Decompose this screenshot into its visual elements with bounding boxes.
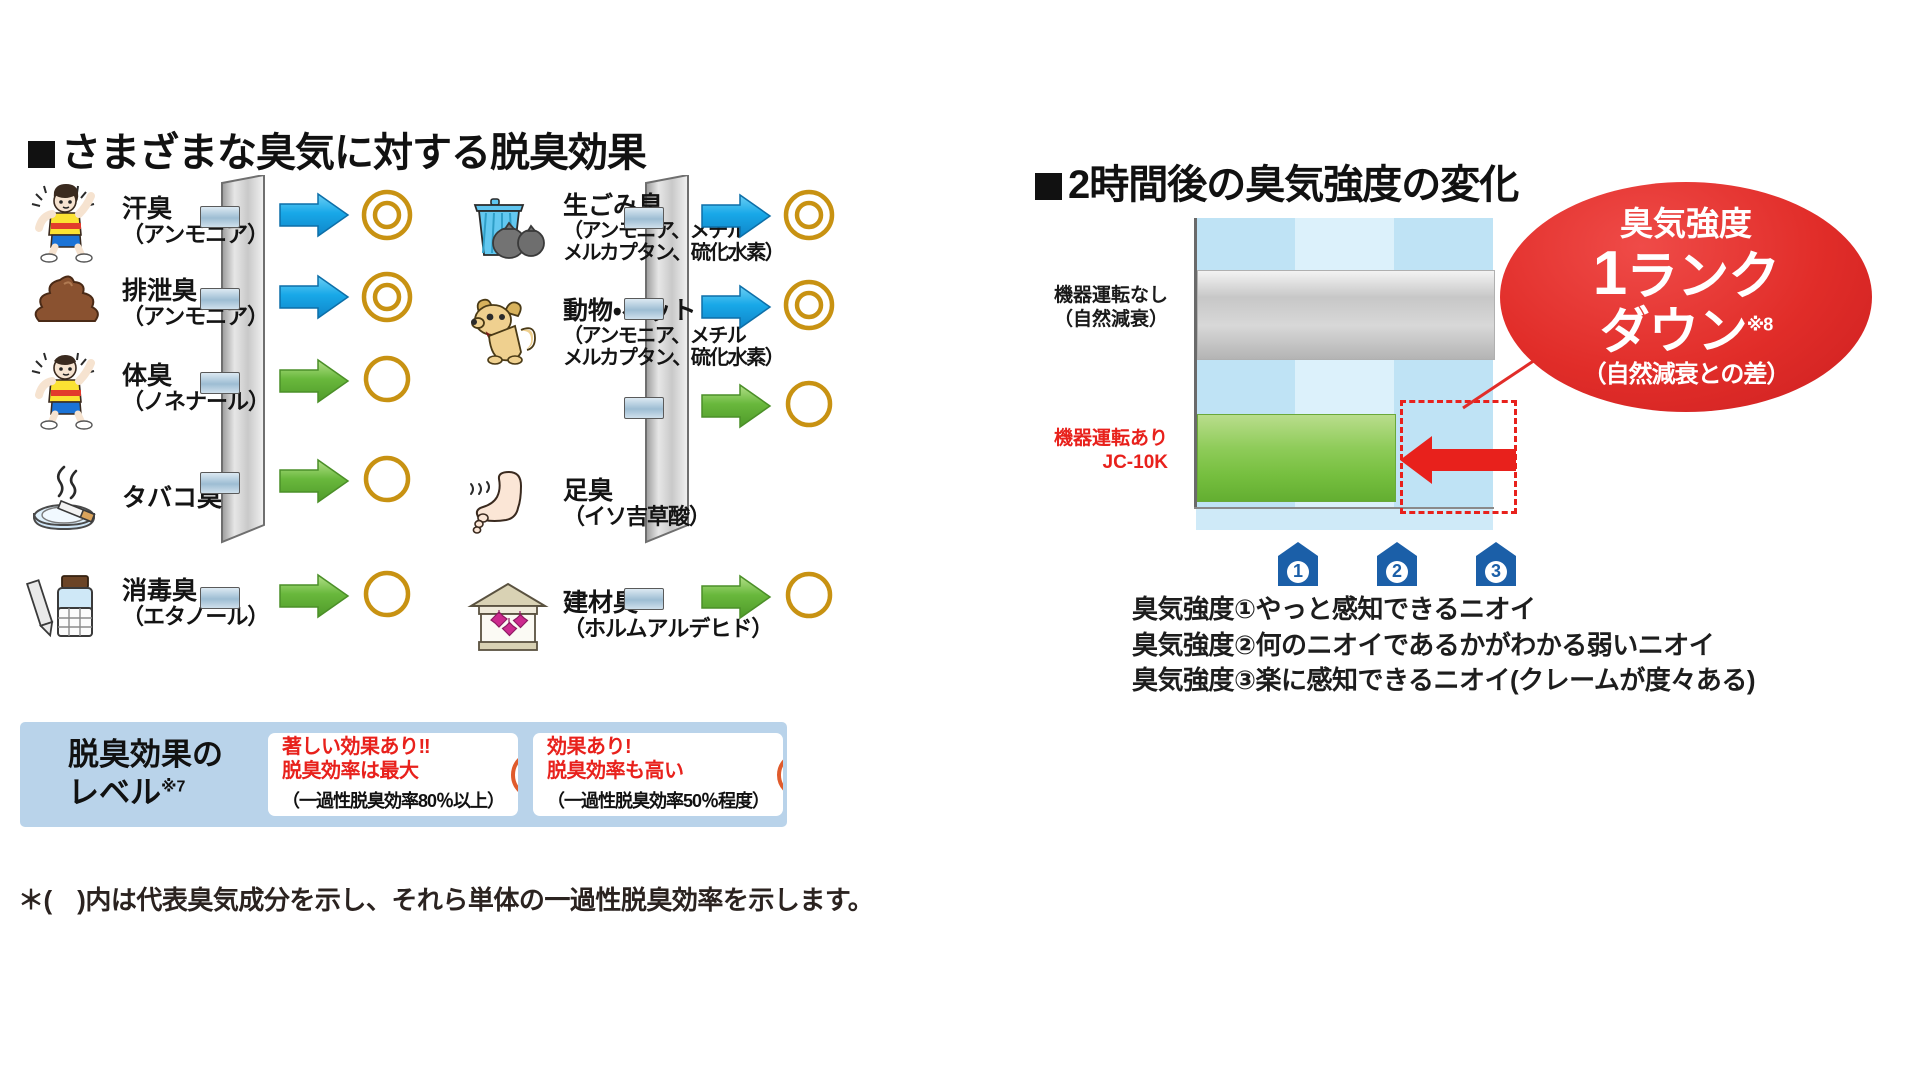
filter-tab (624, 298, 664, 320)
filter-tab (200, 587, 240, 609)
odor-row: 足臭 （イソ吉草酸） (465, 460, 711, 546)
legend-card-sub: （一過性脱臭効率80％以上） (282, 791, 505, 812)
rank-down-callout: 臭気強度 1ランク ダウン※8 （自然減衰との差） (1500, 182, 1872, 412)
legend-card-line2: 脱臭効率も高い (547, 759, 684, 782)
axis-marker-label: 3 (1490, 561, 1501, 581)
axis-marker-2-label-wrap: 2 (1375, 540, 1419, 590)
feces-icon (24, 260, 110, 346)
green-arrow-icon (701, 383, 772, 429)
callout-line3: ダウン※8 (1599, 302, 1773, 359)
building-material-icon (465, 572, 551, 658)
axis-marker-1 (1278, 542, 1318, 586)
green-arrow-icon (279, 573, 350, 619)
result-single-circle-icon (363, 355, 411, 403)
green-arrow-icon (279, 358, 350, 404)
blue-arrow-icon (279, 274, 350, 320)
filter-plate-left (221, 175, 265, 544)
axis-marker-2 (1377, 542, 1417, 586)
axis-marker-label: 2 (1391, 561, 1402, 581)
odor-label: 体臭 （ノネナール） (122, 361, 270, 414)
axis-marker-3 (1476, 542, 1516, 586)
result-double-circle-icon (783, 189, 835, 241)
right-panel-title: 2時間後の臭気強度の変化 (1035, 152, 1519, 210)
intensity-notes: 臭気強度①やっと感知できるニオイ 臭気強度②何のニオイであるかがわかる弱いニオイ… (1132, 592, 1756, 699)
odor-row: 体臭 （ノネナール） (24, 345, 270, 431)
blue-arrow-icon (701, 284, 772, 330)
intensity-note-2: 臭気強度②何のニオイであるかがわかる弱いニオイ (1132, 629, 1715, 660)
filter-tab (200, 372, 240, 394)
odor-label: 汗臭 （アンモニア） (122, 194, 269, 247)
odor-row: 汗臭 （アンモニア） (24, 178, 269, 264)
legend-double-circle-icon (511, 757, 518, 792)
odor-row: 排泄臭 （アンモニア） (24, 260, 269, 346)
blue-arrow-icon (701, 193, 772, 239)
green-arrow-icon (279, 458, 350, 504)
callout-line4: （自然減衰との差） (1582, 360, 1791, 388)
legend-single-circle-icon (777, 759, 783, 790)
legend-card-line1: 著しい効果あり‼ (282, 735, 431, 758)
bar-no-operation (1197, 270, 1495, 360)
legend-card: 著しい効果あり‼ 脱臭効率は最大 （一過性脱臭効率80％以上） (268, 733, 518, 816)
filter-tab (200, 288, 240, 310)
callout-line2: 1ランク (1583, 242, 1790, 305)
sweating-person-icon (24, 345, 110, 431)
callout-note: ※8 (1746, 314, 1773, 335)
filter-tab (200, 472, 240, 494)
filter-tab (624, 397, 664, 419)
filter-tab (624, 588, 664, 610)
blue-arrow-icon (279, 192, 350, 238)
legend-card-line2: 脱臭効率は最大 (282, 759, 419, 782)
green-arrow-icon (701, 574, 772, 620)
result-double-circle-icon (361, 271, 413, 323)
callout-rank-number: 1 (1592, 239, 1627, 309)
legend-title: 脱臭効果の レベル※7 (68, 737, 223, 810)
left-panel: さまざまな臭気に対する脱臭効果 (0, 0, 874, 1080)
left-panel-title: さまざまな臭気に対する脱臭効果 (28, 120, 647, 178)
odor-label: 消毒臭 （エタノール） (122, 576, 269, 629)
result-single-circle-icon (363, 570, 411, 618)
callout-rank-word: ランク (1626, 248, 1780, 307)
footnote-text: ＊( )内は代表臭気成分を示し、それら単体の一過性脱臭効率を示します。 (18, 885, 874, 915)
legend-card-sub: （一過性脱臭効率50％程度） (547, 791, 770, 812)
filter-tab (200, 206, 240, 228)
bullet-square-icon (28, 141, 55, 168)
red-arrow-icon (1400, 436, 1516, 484)
chart-x-axis (1194, 507, 1494, 509)
callout-line1: 臭気強度 (1619, 204, 1752, 242)
legend-card: 効果あり! 脱臭効率も高い （一過性脱臭効率50％程度） (533, 733, 783, 816)
filter-plate-right (645, 175, 689, 544)
axis-marker-3-label-wrap: 3 (1474, 540, 1518, 590)
foot-icon (465, 460, 551, 546)
result-double-circle-icon (361, 189, 413, 241)
result-single-circle-icon (785, 571, 833, 619)
dog-icon (465, 290, 551, 376)
axis-marker-1-label-wrap: 1 (1276, 540, 1320, 590)
odor-label: 生ごみ臭 （アンモニア、メチル メルカプタン、硫化水素） (563, 191, 785, 264)
disinfectant-bottle-icon (24, 560, 110, 646)
odor-label: 足臭 （イソ吉草酸） (563, 476, 711, 529)
odor-row: 消毒臭 （エタノール） (24, 560, 269, 646)
result-single-circle-icon (363, 455, 411, 503)
axis-marker-label: 1 (1292, 561, 1303, 581)
odor-row: タバコ臭 (24, 455, 222, 541)
intensity-note-3: 臭気強度③楽に感知できるニオイ(クレームが度々ある) (1132, 665, 1756, 696)
deodor-level-legend: 脱臭効果の レベル※7 著しい効果あり‼ 脱臭効率は最大 （一過性脱臭効率80％… (20, 722, 787, 827)
odor-row: 生ごみ臭 （アンモニア、メチル メルカプタン、硫化水素） (465, 185, 785, 271)
result-double-circle-icon (783, 279, 835, 331)
odor-intensity-chart (1180, 218, 1512, 540)
chart-label-jc10k: 機器運転あり JC-10K (1053, 428, 1168, 473)
intensity-note-1: 臭気強度①やっと感知できるニオイ (1132, 594, 1536, 624)
bullet-square-icon (1035, 173, 1062, 200)
legend-card-line1: 効果あり! (547, 735, 632, 758)
bar-jc10k (1197, 414, 1396, 502)
filter-tab (624, 207, 664, 229)
odor-row: 建材臭 （ホルムアルデヒド） (465, 572, 773, 658)
garbage-bin-icon (465, 185, 551, 271)
result-single-circle-icon (785, 380, 833, 428)
chart-label-no-operation: 機器運転なし （自然減衰） (1053, 285, 1168, 330)
odor-label: 排泄臭 （アンモニア） (122, 276, 269, 329)
chart-y-axis (1194, 218, 1197, 509)
sweating-person-icon (24, 178, 110, 264)
cigarette-ashtray-icon (24, 455, 110, 541)
